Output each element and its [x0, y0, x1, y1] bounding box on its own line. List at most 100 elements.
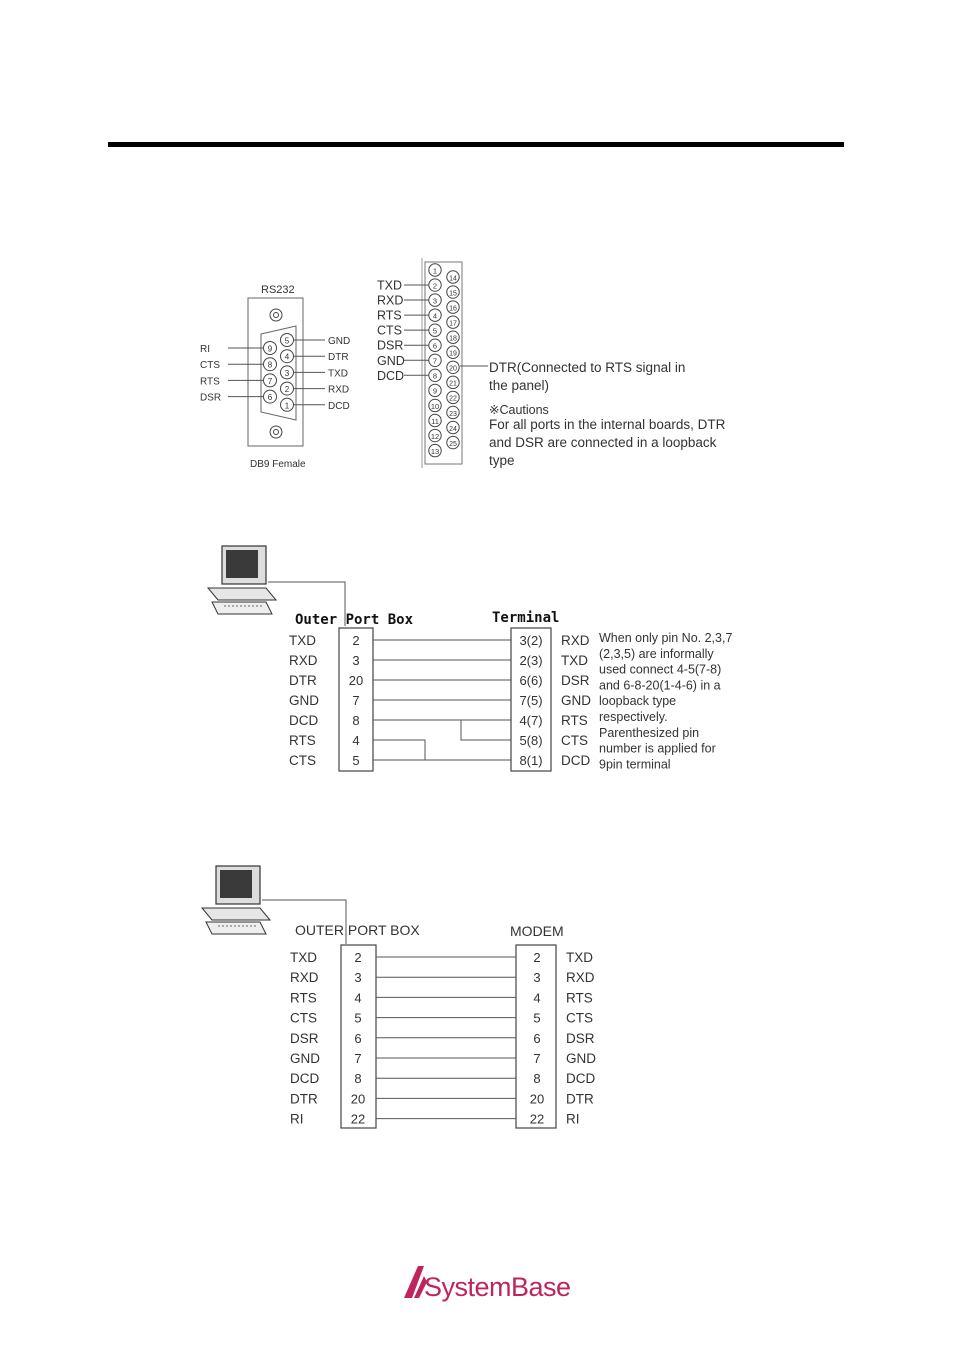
outer-port-box-terminal-diagram: Outer Port Box Terminal TXD 2 3(2) RXD RXD 3 2…	[289, 610, 732, 772]
db9-signal-label: CTS	[200, 360, 220, 371]
modem-signal-label: DSR	[566, 1031, 595, 1046]
db25-pin-number: 25	[449, 441, 457, 448]
port-box-signal-label: TXD	[290, 950, 317, 965]
dtr-note-line-1: DTR(Connected to RTS signal in	[489, 360, 685, 375]
db25-pin-number: 3	[433, 296, 437, 305]
caution-line-2: and DSR are connected in a loopback	[489, 435, 717, 450]
db25-signal-label: RTS	[377, 309, 402, 323]
db9-pin-number: 7	[268, 377, 273, 386]
db25-diagram: 1234567891011121314151617181920212223242…	[377, 258, 726, 468]
terminal-note-line: Parenthesized pin	[599, 726, 699, 740]
port-box-pin-number: 6	[354, 1031, 361, 1046]
port-box-pin-number: 4	[354, 990, 361, 1005]
modem-signal-label: RTS	[566, 990, 593, 1005]
db25-pin	[446, 300, 460, 314]
terminal-note-line: respectively.	[599, 710, 668, 724]
port-box-pin-number: 5	[354, 1011, 361, 1026]
outer-port-pin-number: 2	[352, 633, 359, 648]
outer-port-pin-number: 4	[352, 733, 359, 748]
outer-port-signal-label: DCD	[289, 713, 318, 728]
db25-shell	[424, 261, 463, 465]
db9-pin-number: 2	[285, 385, 290, 394]
terminal-signal-label: GND	[561, 693, 591, 708]
terminal-note-line: used connect 4-5(7-8)	[599, 663, 721, 677]
terminal-pin-number: 4(7)	[519, 713, 542, 728]
terminal-note-line: When only pin No. 2,3,7	[599, 631, 732, 645]
db25-pin	[446, 270, 460, 284]
port-box-pin-number: 8	[354, 1071, 361, 1086]
db25-pin	[446, 435, 460, 450]
db25-pin-number: 16	[449, 305, 457, 312]
db25-pin-number: 24	[449, 426, 457, 433]
db25-signal-label: GND	[377, 354, 405, 368]
outer-port-box	[338, 627, 374, 772]
terminal-note-line: and 6-8-20(1-4-6) in a	[599, 678, 721, 692]
db25-pin	[428, 413, 442, 428]
db25-pin-number: 17	[449, 320, 457, 327]
terminal-signal-label: TXD	[561, 653, 588, 668]
db25-pin-number: 4	[433, 311, 437, 320]
terminal-pin-number: 2(3)	[519, 653, 542, 668]
port-box-signal-label: RI	[290, 1112, 304, 1127]
modem-signal-label: DCD	[566, 1071, 595, 1086]
terminal-pin-number: 8(1)	[519, 753, 542, 768]
db25-pin	[446, 315, 460, 329]
db9-pin-number: 1	[285, 401, 290, 410]
port-box-signal-label: DTR	[290, 1091, 318, 1106]
port-box-pin-number: 20	[351, 1091, 365, 1106]
db9-signal-label: RI	[200, 344, 210, 355]
db9-signal-label: DCD	[328, 401, 350, 412]
db25-pin	[446, 330, 460, 344]
modem-signal-label: DTR	[566, 1091, 594, 1106]
terminal-box	[510, 627, 552, 772]
db25-pin-number: 19	[449, 351, 457, 358]
db25-pin-number: 18	[449, 336, 457, 343]
db25-pin	[446, 285, 460, 299]
terminal-note-line: loopback type	[599, 694, 676, 708]
modem-box	[515, 944, 557, 1129]
loopback-rts-cts-box	[373, 739, 426, 760]
port-box-signal-label: RXD	[290, 970, 319, 985]
port-box-pin-number: 7	[354, 1051, 361, 1066]
db25-pin-number: 1	[433, 266, 437, 275]
db25-pin-number: 14	[449, 275, 457, 282]
modem-signal-label: RI	[566, 1112, 580, 1127]
port-box-pin-number: 2	[354, 950, 361, 965]
db9-pin-number: 6	[268, 393, 273, 402]
logo-mark-icon	[404, 1266, 424, 1298]
terminal-signal-label: DCD	[561, 753, 590, 768]
terminal-title: Terminal	[492, 610, 559, 626]
caution-line-1: For all ports in the internal boards, DT…	[489, 417, 726, 432]
db25-pin-number: 5	[433, 327, 437, 336]
outer-port-pin-number: 8	[352, 713, 359, 728]
port-box-signal-label: CTS	[290, 1011, 317, 1026]
outer-port-signal-label: RXD	[289, 653, 318, 668]
db25-pin	[428, 443, 442, 458]
db25-pin-number: 22	[449, 396, 457, 403]
db25-pin	[446, 405, 460, 420]
terminal-pin-number: 3(2)	[519, 633, 542, 648]
port-box-pin-number: 22	[351, 1112, 365, 1127]
db25-pin-number: 15	[449, 290, 457, 297]
outer-port-pin-number: 20	[349, 673, 363, 688]
db9-signal-label: RXD	[328, 385, 349, 396]
outer-port-box-title: Outer Port Box	[295, 612, 414, 628]
outer-port-pin-number: 3	[352, 653, 359, 668]
modem-signal-label: RXD	[566, 970, 595, 985]
db9-title: RS232	[261, 284, 295, 296]
terminal-signal-label: CTS	[561, 733, 588, 748]
computer-icon	[206, 545, 278, 615]
db25-pin-number: 2	[433, 281, 437, 290]
modem-pin-number: 3	[533, 970, 540, 985]
db25-signal-label: DCD	[377, 369, 404, 383]
modem-signal-label: GND	[566, 1051, 596, 1066]
terminal-signal-label: RXD	[561, 633, 590, 648]
modem-pin-number: 7	[533, 1051, 540, 1066]
port-box-signal-label: RTS	[290, 990, 317, 1005]
db25-pin-number: 11	[431, 417, 439, 426]
terminal-pin-number: 6(6)	[519, 673, 542, 688]
terminal-signal-label: DSR	[561, 673, 590, 688]
